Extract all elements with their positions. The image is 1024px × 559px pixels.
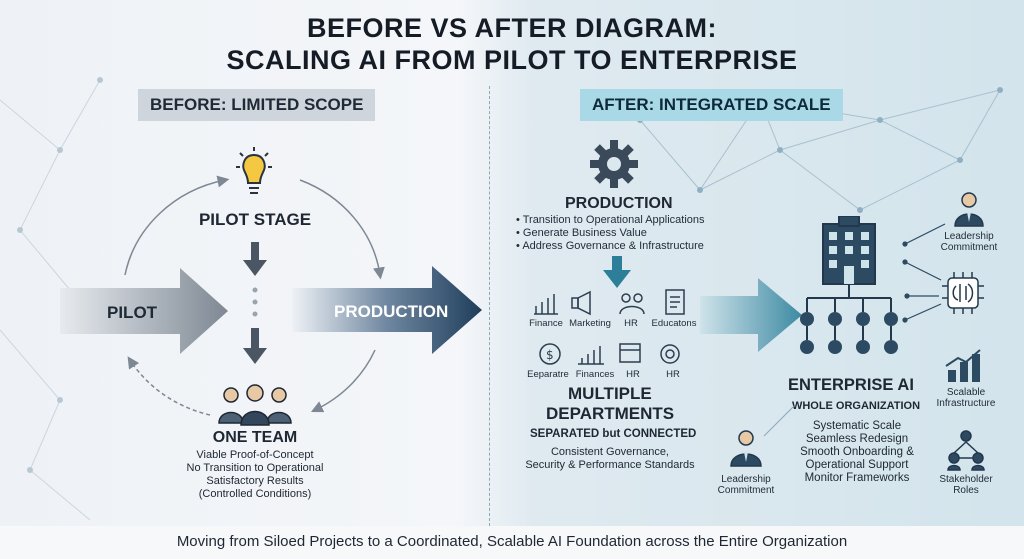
scalable-label: Scalable Infrastructure (928, 387, 1004, 409)
team-icon (218, 384, 292, 426)
one-team-label: ONE TEAM (212, 429, 298, 446)
title-line-1: BEFORE VS AFTER DIAGRAM: (307, 13, 717, 43)
stakeholder-line: Roles (953, 485, 979, 496)
enterprise-arrow (700, 278, 802, 352)
leader-icon (954, 192, 984, 227)
standards-text: Consistent Governance, Security & Perfor… (510, 446, 710, 472)
whole-org-label: WHOLE ORGANIZATION (791, 400, 921, 412)
enterprise-detail: Systematic Scale (812, 420, 902, 432)
pilot-flow-arrows (243, 242, 267, 364)
team-detail: Satisfactory Results (206, 475, 304, 487)
dept-label: Finance (529, 318, 563, 329)
leadership-bottom-line: Commitment (717, 485, 775, 496)
standards-line: Consistent Governance, (550, 446, 669, 458)
teal-down-arrow (603, 256, 631, 288)
before-banner: BEFORE: LIMITED SCOPE (138, 89, 376, 121)
ai-brain-icon (942, 272, 984, 314)
footer-text: Moving from Siloed Projects to a Coordin… (176, 533, 848, 550)
enterprise-details: Systematic Scale Seamless Redesign Smoot… (782, 420, 932, 485)
footer-bar (0, 526, 1024, 559)
cycle-arrows (124, 175, 385, 416)
leadership-top-line: Commitment (940, 242, 998, 253)
production-arrow-label: PRODUCTION (334, 302, 449, 321)
title-line-2: SCALING AI FROM PILOT TO ENTERPRISE (226, 45, 798, 75)
enterprise-detail: Monitor Frameworks (804, 472, 910, 484)
enterprise-building-icon (800, 216, 898, 354)
team-detail: Viable Proof-of-Concept (196, 449, 314, 461)
departments-label: DEPARTMENTS (546, 404, 675, 423)
scalable-line: Infrastructure (936, 398, 996, 409)
leader-bottom-icon (730, 430, 762, 467)
pilot-arrow (60, 268, 228, 354)
leadership-bottom-line: Leadership (721, 474, 771, 485)
production-arrow (292, 266, 482, 354)
enterprise-detail: Operational Support (805, 459, 909, 471)
stakeholder-line: Stakeholder (939, 474, 993, 485)
enterprise-detail: Smooth Onboarding & (800, 446, 914, 458)
pilot-arrow-label: PILOT (107, 303, 158, 322)
connector-lines (902, 223, 946, 323)
standards-line: Security & Performance Standards (525, 459, 695, 471)
enterprise-ai-label: ENTERPRISE AI (788, 376, 914, 394)
leadership-top-line: Leadership (944, 231, 994, 242)
multiple-label: MULTIPLE (568, 384, 652, 403)
dept-label: HR (626, 369, 640, 380)
production-bullets: • Transition to Operational Applications… (516, 214, 705, 253)
dept-label: Eeparatre (527, 369, 569, 380)
dept-label: Finances (575, 369, 615, 380)
production-title: PRODUCTION (565, 195, 673, 212)
stakeholder-icon (947, 430, 985, 471)
scalable-line: Scalable (946, 387, 986, 398)
dept-label: Marketing (569, 318, 611, 329)
stakeholder-label: Stakeholder Roles (928, 474, 1004, 496)
leadership-top-label: Leadership Commitment (930, 231, 1008, 253)
production-bullet: • Generate Business Value (516, 227, 647, 239)
after-banner: AFTER: INTEGRATED SCALE (580, 89, 843, 121)
section-divider (489, 86, 490, 526)
dept-row2-icons: $ (539, 343, 680, 365)
dept-label: HR (624, 318, 638, 329)
growth-chart-icon (945, 349, 981, 382)
production-bullet: • Address Governance & Infrastructure (516, 240, 704, 252)
enterprise-detail: Seamless Redesign (805, 433, 909, 445)
pilot-stage-label: PILOT STAGE (198, 210, 312, 229)
team-detail: No Transition to Operational (186, 462, 324, 474)
separated-label: SEPARATED but CONNECTED (530, 428, 697, 440)
lightbulb-icon (236, 147, 272, 194)
dept-label: Educatons (651, 318, 697, 329)
leader-connector (763, 405, 795, 437)
production-bullet: • Transition to Operational Applications (516, 214, 705, 226)
dept-row1-icons (534, 289, 685, 316)
team-details: Viable Proof-of-Concept No Transition to… (150, 449, 360, 501)
dept-label: HR (666, 369, 680, 380)
team-detail: (Controlled Conditions) (198, 488, 312, 500)
gear-icon (590, 140, 638, 188)
svg-text:$: $ (546, 348, 554, 362)
leadership-bottom-label: Leadership Commitment (706, 474, 786, 496)
